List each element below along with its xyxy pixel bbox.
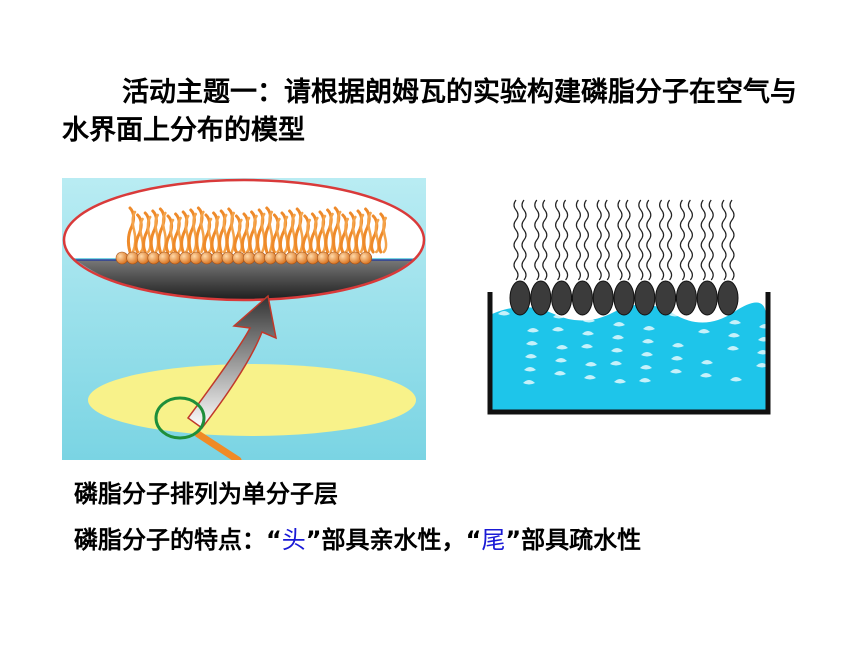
open-quote-tail: “ [465,526,482,554]
magnifier-handle [154,396,242,460]
statement-properties: 磷脂分子的特点：“头”部具亲水性，“尾”部具疏水性 [74,524,641,556]
slide-title: 活动主题一：请根据朗姆瓦的实验构建磷脂分子在空气与水界面上分布的模型 [62,74,802,150]
head-word: 头 [281,526,306,554]
molecule-tails [126,206,388,254]
title-text: 活动主题一：请根据朗姆瓦的实验构建磷脂分子在空气与水界面上分布的模型 [62,77,797,146]
container-walls [487,292,771,415]
oil-spot [88,364,416,436]
properties-prefix: 磷脂分子的特点： [74,526,266,554]
water-container-illustration [487,199,771,415]
molecule-heads [115,251,373,265]
open-quote-head: “ [266,526,282,554]
head-suffix: ”部具亲水性， [305,526,466,554]
phospholipid-tails [513,199,735,281]
phospholipid-heads [509,280,739,316]
magnify-arrow [186,294,278,430]
water-splash-pattern [498,311,771,385]
tail-suffix: ”部具疏水性 [505,526,642,554]
tail-word: 尾 [481,526,506,554]
water-body [492,302,771,410]
statement-monolayer: 磷脂分子排列为单分子层 [74,480,338,508]
trough-magnified-illustration [62,178,426,460]
